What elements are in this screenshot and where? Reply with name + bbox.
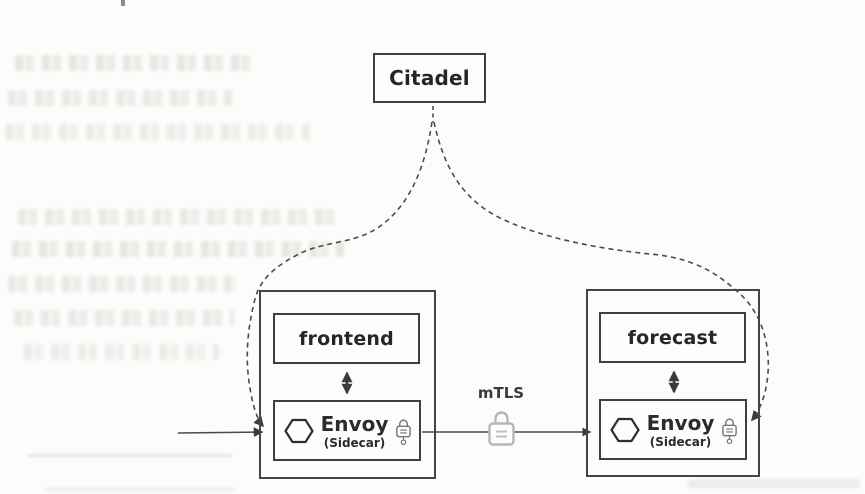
forecast-envoy-sidecar-node: Envoy (Sidecar) [599,399,747,460]
bleedthrough-text-line [14,310,234,326]
citadel-label: Citadel [389,66,470,90]
envoy-hexagon-icon [610,417,640,442]
bleedthrough-text-line [24,344,219,360]
sidecar-sublabel: (Sidecar) [649,435,712,449]
forecast-service-node: forecast [599,312,746,363]
bleedthrough-text-line [8,90,233,106]
external-traffic-arrow [177,427,264,437]
bleedthrough-smear [28,454,233,457]
bleedthrough-smear [45,487,235,492]
bleedthrough-text-line [18,209,340,225]
mtls-edge-label: mTLS [477,384,525,402]
sidecar-sublabel: (Sidecar) [323,436,386,450]
citadel-node: Citadel [373,53,486,103]
bleedthrough-smear [688,479,860,488]
frontend-envoy-sidecar-node: Envoy (Sidecar) [273,400,421,461]
scan-artifact-tick [121,0,125,6]
envoy-label: Envoy [646,411,715,435]
bleedthrough-text-line [15,55,255,71]
frontend-label: frontend [299,327,394,350]
sidecar-lock-icon [722,417,737,444]
bleedthrough-text-line [12,241,344,257]
bleedthrough-text-line [8,276,236,292]
envoy-label: Envoy [320,412,389,436]
envoy-label-group: Envoy (Sidecar) [647,413,715,448]
sidecar-lock-icon [396,418,411,445]
forecast-pod [586,289,760,477]
envoy-hexagon-icon [284,418,314,443]
bleedthrough-text-line [5,124,310,140]
forecast-label: forecast [627,326,718,349]
frontend-service-node: frontend [273,313,420,364]
frontend-pod [259,290,436,479]
envoy-label-group: Envoy (Sidecar) [321,414,389,449]
mtls-lock-icon [488,411,515,446]
